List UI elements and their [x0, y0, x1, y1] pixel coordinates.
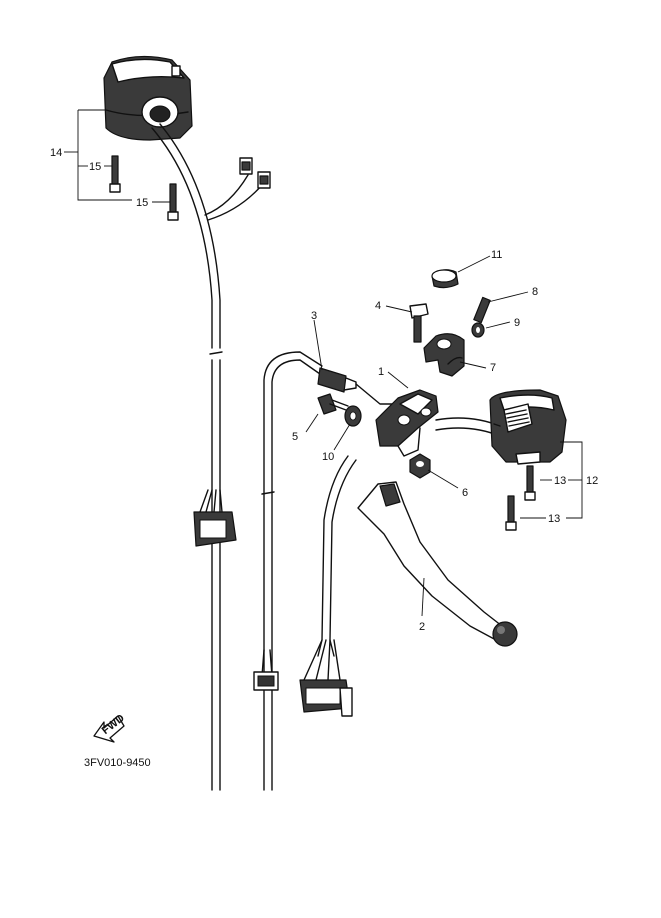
right-handlebar-switch [489, 389, 567, 465]
label-3: 3 [311, 310, 317, 322]
label-10: 10 [322, 451, 334, 463]
screw-15-lower [167, 183, 179, 221]
bolt-4 [409, 303, 429, 343]
clamp-7 [423, 333, 465, 377]
lever-holder-1 [375, 389, 439, 457]
bracket-14 [64, 109, 170, 203]
leader-lines [305, 255, 529, 617]
label-13-upper: 13 [554, 475, 566, 487]
screw-13-upper [524, 465, 536, 501]
label-1: 1 [378, 366, 384, 378]
screw-15-upper [109, 155, 121, 193]
label-13-lower: 13 [548, 513, 560, 525]
label-15-lower: 15 [136, 197, 148, 209]
switch-harness-lower [299, 455, 357, 717]
label-6: 6 [462, 487, 468, 499]
screw-13-lower [505, 495, 517, 531]
label-4: 4 [375, 300, 381, 312]
label-7: 7 [490, 362, 496, 374]
cap-11 [431, 269, 459, 289]
fwd-arrow-icon: FWD [93, 712, 127, 743]
nut-6 [409, 453, 431, 479]
label-15-upper: 15 [89, 161, 101, 173]
nut-9 [471, 322, 485, 338]
label-14: 14 [50, 147, 62, 159]
label-2: 2 [419, 621, 425, 633]
screw-5 [317, 393, 349, 415]
washer-10 [344, 405, 362, 427]
label-12: 12 [586, 475, 598, 487]
left-switch-harness [151, 123, 271, 791]
bolt-8 [473, 296, 491, 324]
label-11: 11 [491, 249, 502, 261]
label-5: 5 [292, 431, 298, 443]
left-handlebar-switch [103, 55, 193, 141]
label-9: 9 [514, 317, 520, 329]
clutch-switch-cable [253, 351, 393, 791]
clutch-lever-2 [357, 481, 518, 647]
label-8: 8 [532, 286, 538, 298]
drawing-code: 3FV010-9450 [84, 757, 151, 769]
bracket-12 [520, 441, 583, 519]
